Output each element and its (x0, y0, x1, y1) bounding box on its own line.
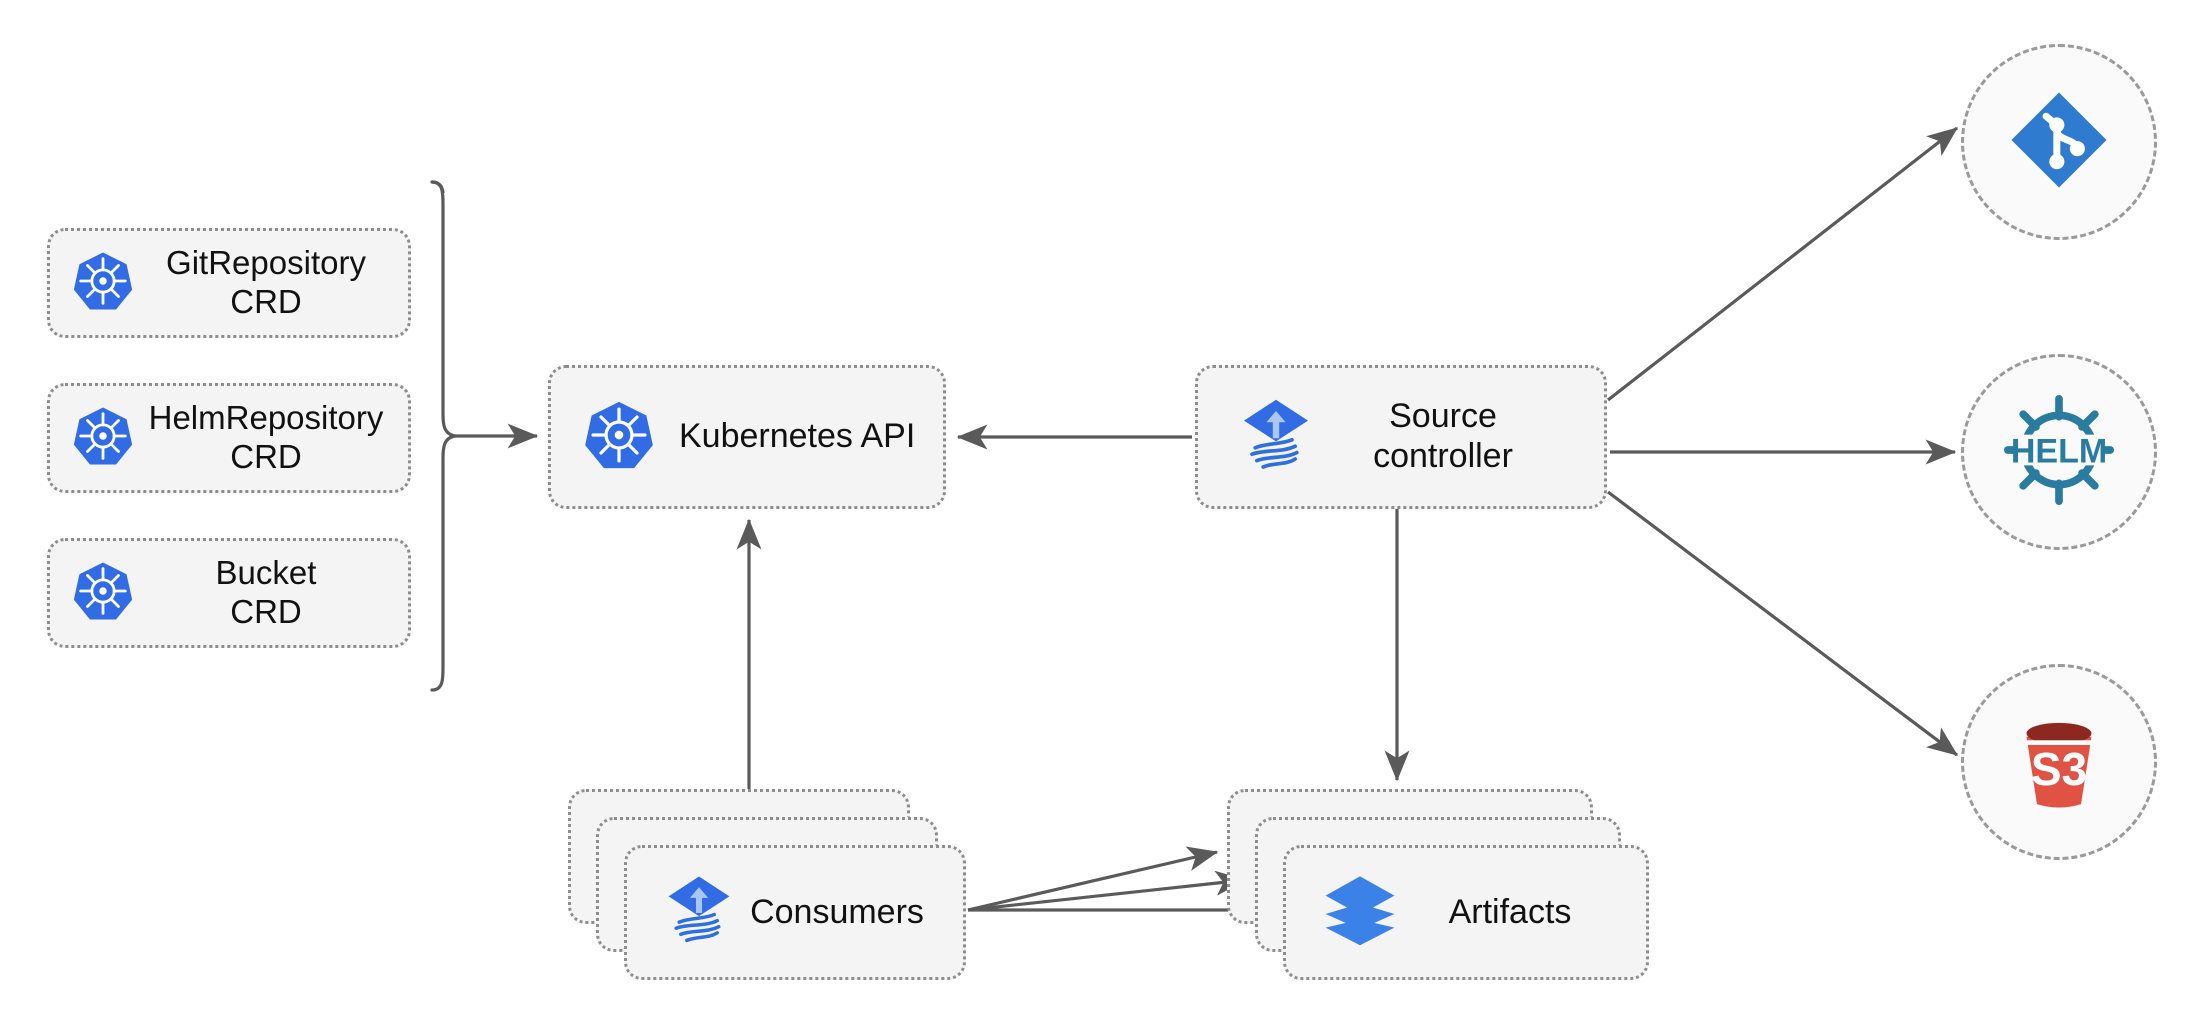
node-artifacts-stack[interactable]: Artifacts (1227, 789, 1651, 980)
kubernetes-icon (72, 405, 134, 472)
s3-bucket-icon: S3 (2001, 702, 2117, 823)
node-source-controller[interactable]: Source controller (1195, 365, 1607, 509)
kubernetes-icon (72, 560, 134, 627)
node-label: Source controller (1373, 397, 1513, 475)
layers-icon (1320, 870, 1400, 955)
node-label: Kubernetes API (679, 417, 916, 456)
crd-card-helmrepository[interactable]: HelmRepository CRD (47, 383, 411, 493)
crd-card-label: Bucket CRD (215, 554, 317, 630)
kubernetes-icon (583, 399, 655, 476)
node-label: Artifacts (1448, 893, 1572, 931)
edge-consumers-to-artifacts-1 (967, 846, 1219, 912)
backend-circle-s3[interactable]: S3 (1961, 664, 2157, 860)
crd-group-brace (430, 180, 456, 692)
crd-card-label: HelmRepository CRD (148, 399, 384, 475)
crd-card-bucket[interactable]: Bucket CRD (47, 538, 411, 648)
kubernetes-icon (72, 250, 134, 317)
helm-wordmark: HELM (2010, 432, 2108, 471)
crd-card-gitrepository[interactable]: GitRepository CRD (47, 228, 411, 338)
edge-source-controller-to-git (1607, 126, 1959, 402)
backend-circle-helm[interactable]: HELM (1961, 354, 2157, 550)
flux-icon (1236, 395, 1316, 480)
git-icon (2005, 86, 2113, 199)
consumers-card[interactable]: Consumers (624, 845, 966, 980)
s3-wordmark: S3 (2030, 743, 2088, 796)
backend-circle-git[interactable] (1961, 44, 2157, 240)
edge-consumers-to-artifacts-2 (967, 870, 1247, 912)
flux-icon (661, 872, 737, 953)
edge-source-controller-to-s3 (1607, 490, 1959, 757)
helm-icon: HELM (1995, 386, 2123, 519)
node-kubernetes-api[interactable]: Kubernetes API (548, 365, 946, 509)
node-label: Consumers (750, 893, 924, 931)
artifacts-card[interactable]: Artifacts (1283, 845, 1649, 980)
node-consumers-stack[interactable]: Consumers (568, 789, 968, 980)
crd-card-label: GitRepository CRD (166, 244, 366, 320)
